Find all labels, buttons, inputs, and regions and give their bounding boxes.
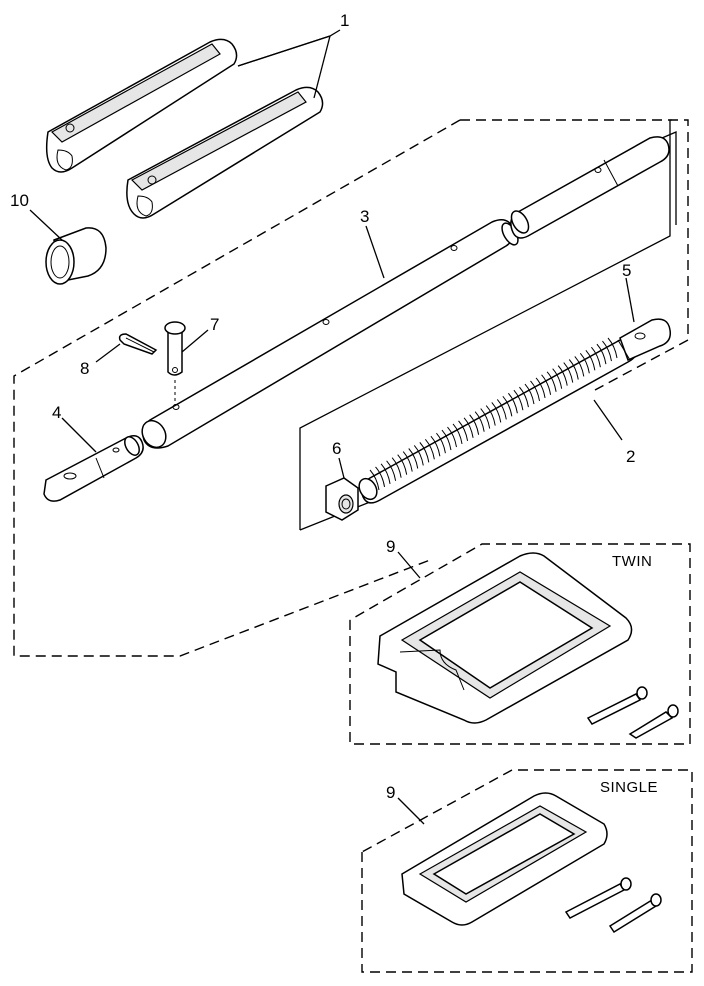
label-part-8: 8 [80, 359, 89, 378]
thread-line [463, 417, 474, 438]
thread-line [430, 435, 441, 457]
thread-line [380, 463, 391, 484]
thread-line [563, 362, 574, 383]
screw-box [299, 119, 672, 530]
thread-line [541, 374, 552, 395]
threaded-screw [358, 318, 672, 504]
thread-line [447, 426, 457, 448]
end-pin [43, 435, 144, 502]
thread-line [397, 454, 408, 475]
thread-line [424, 438, 435, 460]
label-part-10: 10 [10, 191, 29, 210]
thread-line [596, 343, 607, 365]
leader-1a [237, 35, 331, 67]
twin-screws [586, 686, 679, 739]
assembly-outline [460, 119, 689, 391]
thread-line [441, 429, 452, 451]
label-part-6: 6 [332, 439, 341, 458]
screw-threads [369, 337, 618, 491]
hex-nut [325, 477, 359, 521]
thread-line [375, 466, 386, 488]
leader-9b [397, 797, 425, 825]
thread-line [552, 368, 563, 389]
cotter-pin [118, 333, 158, 355]
handle-grip-lower [126, 86, 324, 219]
thread-line [579, 353, 590, 374]
sleeve [45, 227, 107, 285]
label-part-9-twin: 9 [386, 537, 395, 556]
thread-line [585, 349, 596, 371]
thread-line [474, 411, 485, 432]
thread-line [369, 469, 380, 491]
label-part-4: 4 [52, 403, 61, 422]
assembly-outline-left [13, 119, 461, 657]
leader-6 [338, 457, 345, 479]
thread-line [524, 383, 535, 405]
thread-line [507, 392, 518, 414]
thread-line [546, 371, 557, 392]
label-part-2: 2 [626, 447, 635, 466]
thread-line [591, 346, 601, 368]
leader-7 [181, 329, 209, 353]
thread-line [535, 377, 546, 398]
single-base-pad [401, 792, 608, 926]
thread-line [602, 340, 612, 362]
tube-box [661, 131, 677, 225]
handle-grip-upper [45, 38, 238, 173]
thread-line [386, 460, 397, 481]
thread-line [574, 356, 585, 377]
single-tag: SINGLE [600, 779, 658, 796]
thread-line [568, 359, 579, 380]
thread-line [513, 389, 524, 411]
thread-line [458, 420, 469, 441]
thread-line [413, 445, 424, 466]
leader-9a [397, 551, 421, 579]
label-part-7: 7 [210, 315, 219, 334]
leader-4 [61, 417, 97, 453]
thread-line [391, 457, 402, 478]
thread-line [452, 423, 463, 445]
thread-line [491, 402, 502, 423]
leader-5 [625, 277, 635, 323]
thread-line [408, 448, 419, 469]
leader-2 [593, 399, 623, 441]
thread-line [557, 365, 568, 386]
twin-boundary [349, 543, 691, 745]
single-screws [564, 877, 662, 934]
label-part-5: 5 [622, 261, 631, 280]
thread-line [530, 380, 541, 402]
tube-extension [510, 136, 670, 239]
thread-line [469, 414, 480, 435]
label-part-9-single: 9 [386, 783, 395, 802]
thread-line [502, 395, 513, 417]
leader-1b [313, 35, 331, 99]
twin-tag: TWIN [612, 553, 652, 570]
thread-line [485, 405, 496, 426]
thread-line [436, 432, 446, 454]
leader-10 [29, 209, 63, 241]
label-part-3: 3 [360, 207, 369, 226]
label-part-1: 1 [340, 11, 349, 30]
leader-8 [95, 343, 121, 363]
thread-line [519, 386, 529, 408]
thread-line [607, 337, 618, 359]
thread-line [419, 442, 430, 463]
single-boundary [361, 769, 693, 973]
leader-3 [365, 225, 385, 279]
thread-line [480, 408, 491, 429]
clevis-pin [164, 321, 186, 406]
thread-line [496, 399, 507, 420]
thread-line [402, 451, 413, 472]
twin-base-pad [377, 552, 633, 724]
long-tube [141, 219, 519, 449]
